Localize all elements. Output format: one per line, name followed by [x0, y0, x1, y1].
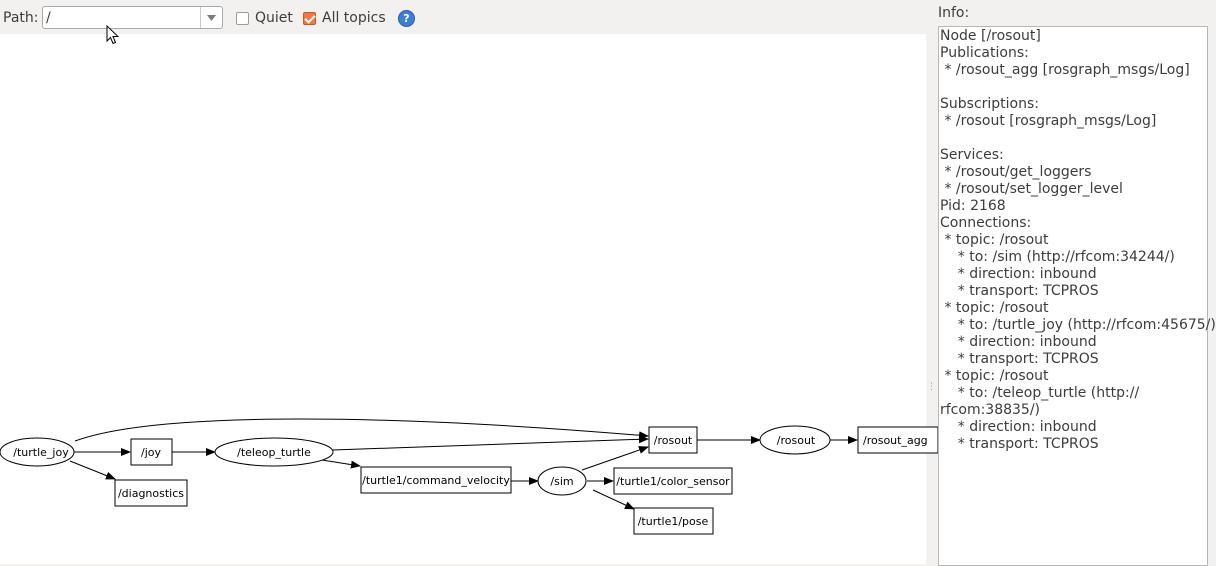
info-line: Services:: [940, 147, 1004, 163]
graph-node-rosout-agg[interactable]: /rosout_agg: [857, 426, 939, 454]
info-line: * /rosout/set_logger_level: [940, 181, 1123, 197]
info-line: * to: /teleop_turtle (http://: [940, 385, 1140, 401]
graph-node-joy[interactable]: /joy: [130, 438, 173, 466]
info-line: * transport: TCPROS: [940, 351, 1099, 367]
all-topics-checkbox-box[interactable]: [303, 11, 316, 25]
edge-turtle-joy-to-rosout: [74, 418, 649, 442]
node-label: /sim: [550, 475, 573, 488]
toolbar: Path: Quiet All topics ?: [0, 0, 926, 34]
info-line: * transport: TCPROS: [940, 283, 1099, 299]
graph-node-turtle-joy[interactable]: /turtle_joy: [0, 437, 75, 467]
info-line: * direction: inbound: [940, 419, 1097, 435]
path-dropdown-button[interactable]: [200, 7, 222, 28]
node-label: /rosout: [654, 434, 693, 447]
info-line: Node [/rosout]: [940, 28, 1041, 44]
info-text-area[interactable]: Node [/rosout]Publications: * /rosout_ag…: [938, 26, 1216, 566]
splitter-handle[interactable]: ⋮: [927, 382, 936, 392]
info-line: * /rosout [rosgraph_msgs/Log]: [940, 113, 1157, 129]
chevron-down-icon: [207, 14, 216, 21]
info-line: * transport: TCPROS: [940, 436, 1099, 452]
info-line: * direction: inbound: [940, 266, 1097, 282]
graph-view[interactable]: /turtle_joy /joy /diagnostics /teleop_tu…: [0, 34, 939, 564]
info-line: * topic: /rosout: [940, 232, 1049, 248]
info-title: Info:: [938, 5, 970, 21]
graph-node-rosout-topic[interactable]: /rosout: [648, 426, 698, 454]
graph-node-color-sensor[interactable]: /turtle1/color_sensor: [613, 467, 733, 495]
edge-sim-to-pose: [592, 489, 635, 510]
info-line: * to: /sim (http://rfcom:34244/): [940, 249, 1175, 265]
graph-node-diagnostics[interactable]: /diagnostics: [114, 479, 188, 507]
graph-node-pose[interactable]: /turtle1/pose: [633, 507, 714, 535]
graph-edges: [67, 418, 858, 510]
node-label: /teleop_turtle: [237, 446, 311, 459]
info-line: * /rosout_agg [rosgraph_msgs/Log]: [940, 62, 1190, 78]
node-graph: /turtle_joy /joy /diagnostics /teleop_tu…: [0, 418, 939, 535]
info-line: [940, 130, 1207, 147]
info-line: Connections:: [940, 215, 1032, 231]
all-topics-checkbox[interactable]: All topics: [303, 10, 386, 26]
mouse-cursor-icon: [106, 24, 120, 45]
node-label: /rosout: [777, 434, 816, 447]
edge-turtle-joy-to-diagnostics: [69, 460, 116, 480]
edge-teleop-turtle-to-rosout: [332, 435, 649, 451]
graph-node-sim[interactable]: /sim: [537, 466, 587, 496]
node-label: /rosout_agg: [863, 434, 928, 447]
info-line: * direction: inbound: [940, 334, 1097, 350]
node-label: /turtle1/pose: [638, 515, 709, 528]
all-topics-label: All topics: [322, 10, 386, 26]
quiet-label: Quiet: [255, 10, 293, 26]
node-label: /turtle1/command_velocity: [362, 474, 510, 487]
node-label: /turtle_joy: [13, 446, 69, 459]
info-line: * to: /turtle_joy (http://rfcom:45675/): [940, 317, 1216, 333]
edge-sim-to-rosout: [581, 446, 649, 471]
path-label: Path:: [3, 10, 39, 26]
info-line: Publications:: [940, 45, 1029, 61]
graph-node-command-velocity[interactable]: /turtle1/command_velocity: [360, 466, 512, 494]
info-line: Subscriptions:: [940, 96, 1039, 112]
info-line: * topic: /rosout: [940, 368, 1049, 384]
path-combobox[interactable]: [42, 6, 223, 29]
node-label: /joy: [141, 446, 161, 459]
path-input[interactable]: [46, 9, 196, 26]
info-line: Pid: 2168: [940, 198, 1006, 214]
info-line: rfcom:38835/): [940, 402, 1041, 418]
graph-node-teleop-turtle[interactable]: /teleop_turtle: [214, 437, 334, 467]
info-line: * topic: /rosout: [940, 300, 1049, 316]
edge-teleop-turtle-to-command-velocity: [321, 459, 361, 469]
info-line: [940, 79, 1207, 96]
node-label: /turtle1/color_sensor: [616, 475, 730, 488]
question-mark-icon[interactable]: ?: [398, 10, 415, 27]
graph-node-rosout[interactable]: /rosout: [759, 425, 831, 455]
quiet-checkbox-box[interactable]: [236, 11, 249, 25]
quiet-checkbox[interactable]: Quiet: [236, 10, 293, 26]
node-label: /diagnostics: [118, 487, 184, 500]
info-line: * /rosout/get_loggers: [940, 164, 1092, 180]
